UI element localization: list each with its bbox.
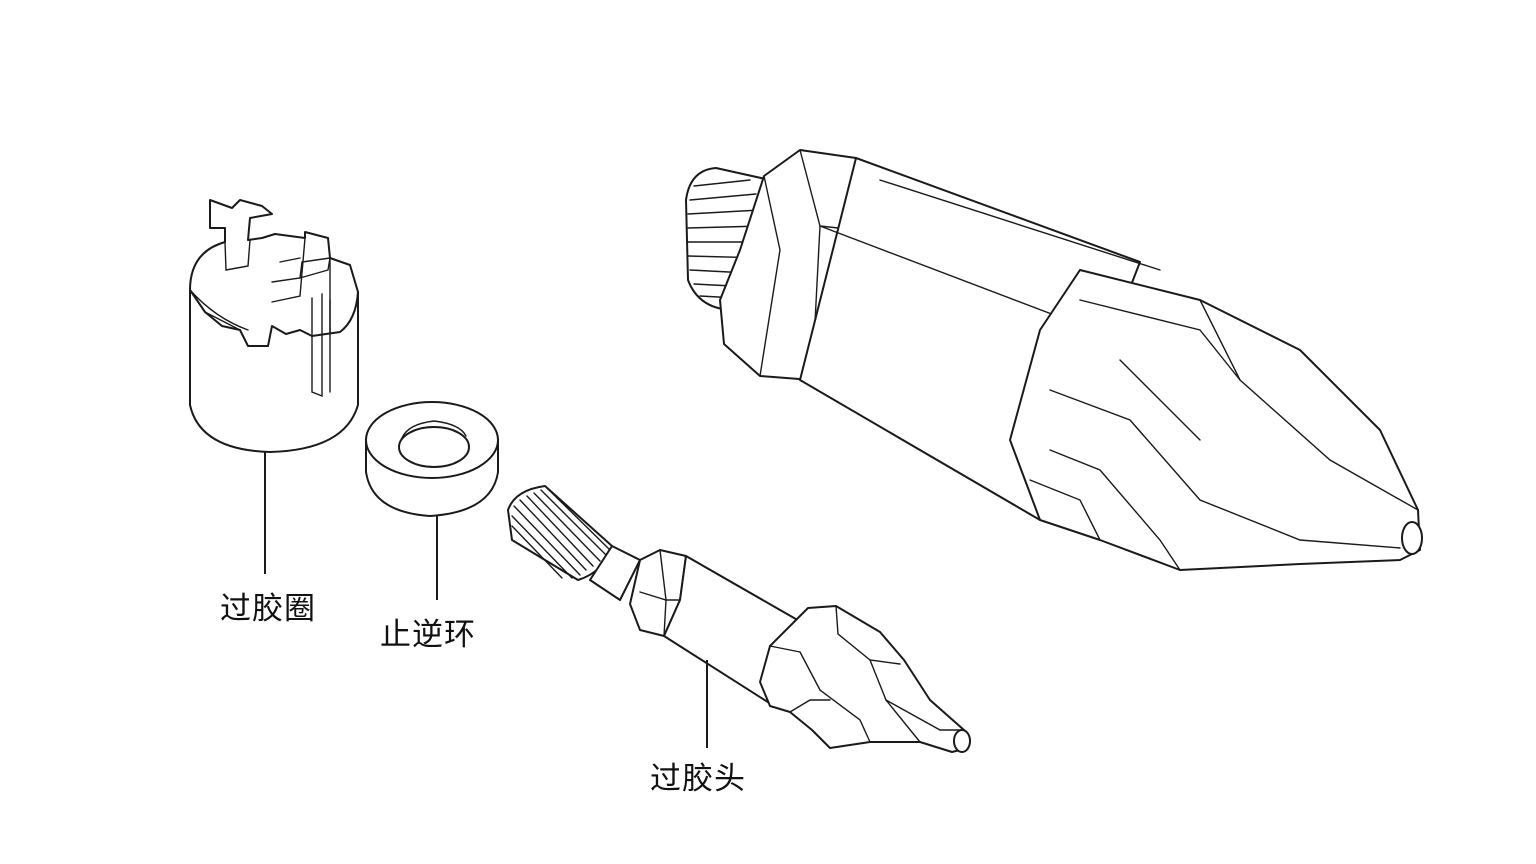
check-ring-part — [365, 401, 499, 517]
screw-tip-part — [507, 485, 971, 753]
flow-ring-part — [189, 199, 359, 453]
label-check-ring: 止逆环 — [380, 617, 476, 653]
label-flow-ring: 过胶圈 — [220, 591, 316, 627]
assembled-screw-tip — [685, 149, 1423, 571]
label-screw-tip: 过胶头 — [650, 761, 746, 797]
